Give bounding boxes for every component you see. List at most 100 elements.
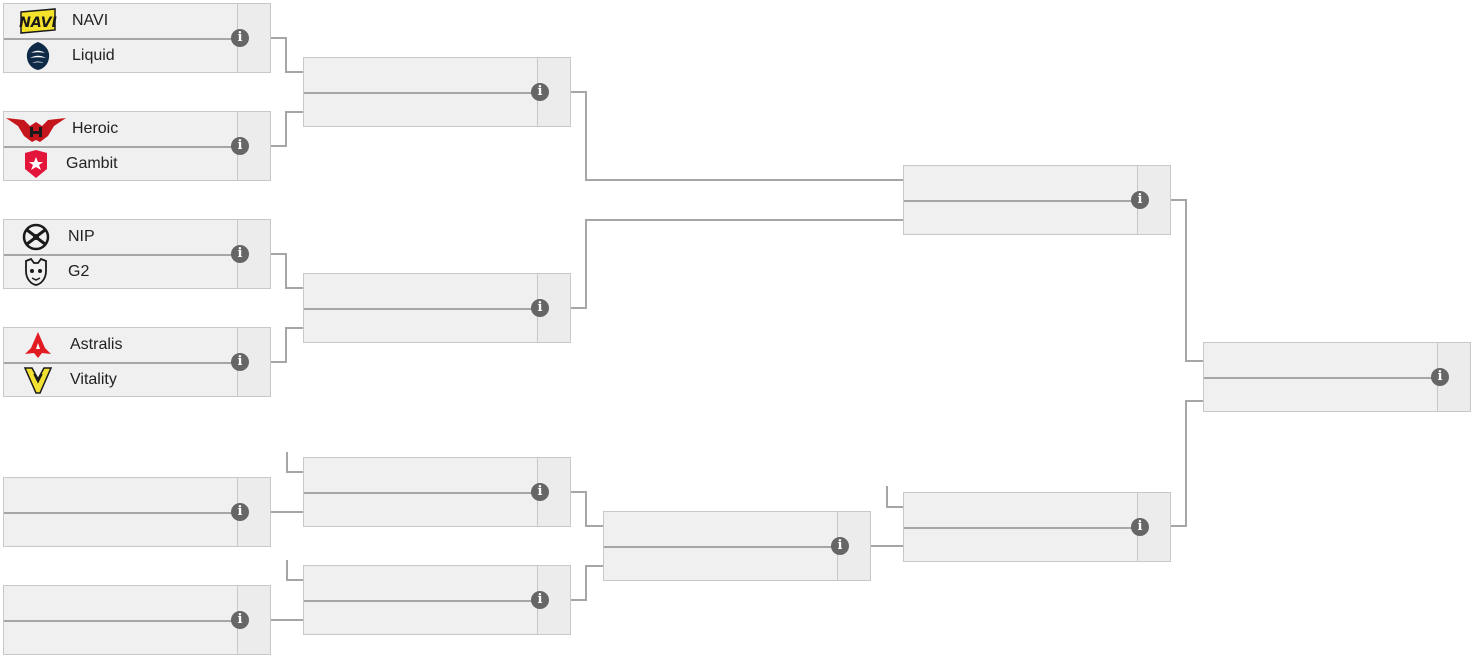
match-upper-final[interactable]: i	[903, 165, 1171, 235]
team-slot[interactable]	[604, 547, 839, 581]
astralis-logo-icon	[18, 329, 58, 361]
connector-line	[886, 486, 903, 508]
connector-line	[1171, 199, 1203, 362]
connector-line	[571, 91, 903, 181]
team-name: G2	[68, 263, 90, 280]
slot-divider	[4, 38, 239, 40]
match-upper-semifinal-1[interactable]: i	[303, 57, 571, 127]
slot-divider	[4, 362, 239, 364]
connector-line	[1171, 400, 1203, 527]
heroic-logo-icon	[6, 113, 66, 145]
slot-divider	[904, 527, 1139, 529]
match-upper-r1-2[interactable]: Heroic Gambit i	[3, 111, 271, 181]
connector-line	[271, 37, 303, 73]
team-slot[interactable]	[1204, 378, 1439, 412]
slot-divider	[4, 254, 239, 256]
team-slot[interactable]	[304, 493, 539, 527]
svg-text:NAVI: NAVI	[19, 15, 57, 31]
info-icon[interactable]: i	[1131, 191, 1149, 209]
info-icon[interactable]: i	[531, 591, 549, 609]
team-slot[interactable]	[4, 478, 239, 512]
team-slot[interactable]: NIP	[4, 220, 239, 254]
team-slot[interactable]	[304, 309, 539, 343]
info-icon[interactable]: i	[231, 137, 249, 155]
slot-divider	[1204, 377, 1439, 379]
slot-divider	[904, 200, 1139, 202]
team-slot[interactable]	[904, 201, 1139, 235]
info-icon[interactable]: i	[231, 611, 249, 629]
slot-divider	[604, 546, 839, 548]
gambit-logo-icon	[16, 148, 56, 180]
match-upper-r1-3[interactable]: NIP G2 i	[3, 219, 271, 289]
team-name: NAVI	[72, 12, 109, 29]
connector-line	[286, 560, 303, 581]
match-upper-semifinal-2[interactable]: i	[303, 273, 571, 343]
team-slot[interactable]	[904, 528, 1139, 562]
team-name: Gambit	[66, 155, 118, 172]
info-icon[interactable]: i	[831, 537, 849, 555]
team-name: Heroic	[72, 120, 119, 137]
vitality-logo-icon	[18, 364, 58, 396]
team-slot[interactable]: NAVI NAVI	[4, 4, 239, 38]
team-slot[interactable]	[1204, 343, 1439, 377]
match-lower-r3[interactable]: i	[603, 511, 871, 581]
g2-logo-icon	[16, 256, 56, 288]
match-upper-r1-4[interactable]: Astralis Vitality i	[3, 327, 271, 397]
team-slot[interactable]	[304, 458, 539, 492]
match-upper-r1-1[interactable]: NAVI NAVI Liquid i	[3, 3, 271, 73]
match-lower-r1-1[interactable]: i	[3, 477, 271, 547]
info-icon[interactable]: i	[1131, 518, 1149, 536]
connector-line	[571, 219, 903, 309]
team-slot[interactable]: Vitality	[4, 363, 239, 397]
info-icon[interactable]: i	[231, 245, 249, 263]
team-name: Astralis	[70, 336, 123, 353]
info-icon[interactable]: i	[531, 299, 549, 317]
team-slot[interactable]	[304, 93, 539, 127]
slot-divider	[304, 308, 539, 310]
connector-line	[571, 491, 603, 527]
liquid-logo-icon	[18, 40, 58, 72]
connector-line	[271, 111, 303, 147]
team-slot[interactable]: Liquid	[4, 39, 239, 73]
team-name: Vitality	[70, 371, 117, 388]
connector-line	[271, 327, 303, 363]
team-slot[interactable]	[4, 586, 239, 620]
team-slot[interactable]: Astralis	[4, 328, 239, 362]
team-slot[interactable]	[4, 513, 239, 547]
match-lower-r2-1[interactable]: i	[303, 457, 571, 527]
team-name: NIP	[68, 228, 95, 245]
info-icon[interactable]: i	[231, 353, 249, 371]
slot-divider	[4, 512, 239, 514]
info-icon[interactable]: i	[231, 29, 249, 47]
match-grand-final[interactable]: i	[1203, 342, 1471, 412]
info-icon[interactable]: i	[1431, 368, 1449, 386]
slot-divider	[4, 146, 239, 148]
team-slot[interactable]	[304, 601, 539, 635]
connector-line	[571, 565, 603, 601]
team-slot[interactable]: Gambit	[4, 147, 239, 181]
match-lower-r1-2[interactable]: i	[3, 585, 271, 655]
team-slot[interactable]	[304, 274, 539, 308]
nip-logo-icon	[16, 221, 56, 253]
slot-divider	[304, 492, 539, 494]
slot-divider	[304, 600, 539, 602]
team-slot[interactable]	[904, 166, 1139, 200]
team-slot[interactable]	[604, 512, 839, 546]
team-slot[interactable]	[4, 621, 239, 655]
navi-logo-icon: NAVI	[18, 5, 58, 37]
team-slot[interactable]	[904, 493, 1139, 527]
team-slot[interactable]	[304, 58, 539, 92]
connector-line	[286, 452, 303, 473]
match-lower-final[interactable]: i	[903, 492, 1171, 562]
info-icon[interactable]: i	[231, 503, 249, 521]
match-lower-r2-2[interactable]: i	[303, 565, 571, 635]
slot-divider	[4, 620, 239, 622]
team-slot[interactable]	[304, 566, 539, 600]
team-slot[interactable]: Heroic	[4, 112, 239, 146]
team-name: Liquid	[72, 47, 115, 64]
info-icon[interactable]: i	[531, 483, 549, 501]
info-icon[interactable]: i	[531, 83, 549, 101]
team-slot[interactable]: G2	[4, 255, 239, 289]
slot-divider	[304, 92, 539, 94]
